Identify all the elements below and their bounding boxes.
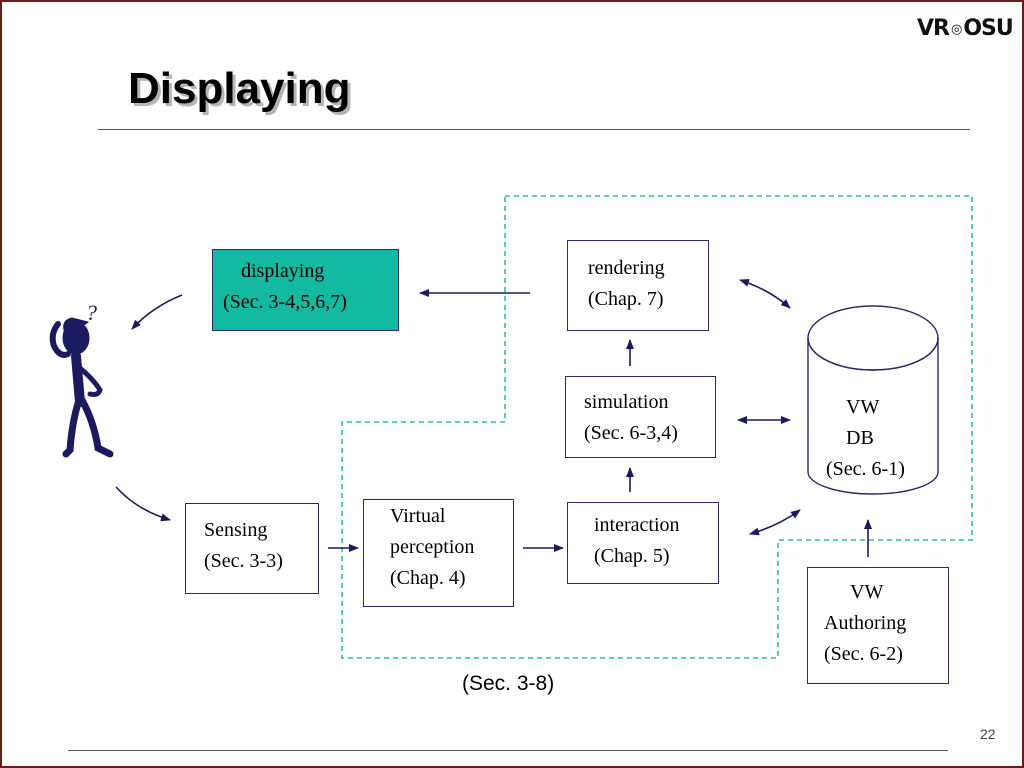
page-number: 22 xyxy=(980,726,996,742)
question-mark: ? xyxy=(86,300,97,325)
virtual-perception-box: Virtual perception (Chap. 4) xyxy=(363,499,514,607)
vw-db-label: VW DB (Sec. 6-1) xyxy=(810,390,936,486)
arrow-rendering-db xyxy=(739,279,791,309)
simulation-section: (Sec. 6-3,4) xyxy=(584,422,678,444)
logo-text-left: VR xyxy=(917,16,950,41)
rendering-box: rendering (Chap. 7) xyxy=(567,240,709,331)
displaying-section: (Sec. 3-4,5,6,7) xyxy=(223,291,347,313)
rendering-label: rendering xyxy=(588,257,665,279)
interaction-label: interaction xyxy=(594,514,680,536)
arrow-interaction-db xyxy=(749,509,801,536)
logo-text-right: OSU xyxy=(963,16,1013,41)
virtual-perception-section: (Chap. 4) xyxy=(390,567,466,589)
vw-authoring-section: (Sec. 6-2) xyxy=(824,643,903,665)
sensing-section: (Sec. 3-3) xyxy=(204,550,283,572)
vw-authoring-line1: VW xyxy=(850,581,884,603)
virtual-perception-line1: Virtual xyxy=(390,505,446,527)
vw-authoring-box: VW Authoring (Sec. 6-2) xyxy=(807,567,949,684)
dashed-region-boundary xyxy=(341,195,973,659)
page-title-shadow: Displaying xyxy=(131,67,354,116)
arrow-displaying-to-person xyxy=(131,294,183,330)
virtual-perception-line2: perception xyxy=(390,536,475,558)
sensing-label: Sensing xyxy=(204,519,268,541)
displaying-box: displaying (Sec. 3-4,5,6,7) xyxy=(212,249,399,331)
arrow-person-to-sensing xyxy=(115,486,171,522)
person-icon xyxy=(49,317,114,458)
sensing-box: Sensing (Sec. 3-3) xyxy=(185,503,319,594)
logo-ring-icon: ◎ xyxy=(950,21,962,37)
rendering-section: (Chap. 7) xyxy=(588,288,664,310)
vr-osu-logo: VR◎OSU xyxy=(917,16,1014,41)
region-caption: (Sec. 3-8) xyxy=(462,672,555,695)
interaction-box: interaction (Chap. 5) xyxy=(567,502,719,584)
vw-db-line1: VW xyxy=(846,396,880,418)
vw-db-line2: DB xyxy=(846,427,874,449)
footer-divider xyxy=(68,750,948,751)
vw-authoring-line2: Authoring xyxy=(824,612,907,634)
title-divider xyxy=(98,129,970,130)
vw-db-cylinder xyxy=(807,305,939,495)
simulation-box: simulation (Sec. 6-3,4) xyxy=(565,376,716,458)
simulation-label: simulation xyxy=(584,391,669,413)
vw-db-section: (Sec. 6-1) xyxy=(826,458,905,480)
displaying-label: displaying xyxy=(241,260,325,282)
interaction-section: (Chap. 5) xyxy=(594,545,670,567)
page-title: Displaying xyxy=(128,64,351,113)
